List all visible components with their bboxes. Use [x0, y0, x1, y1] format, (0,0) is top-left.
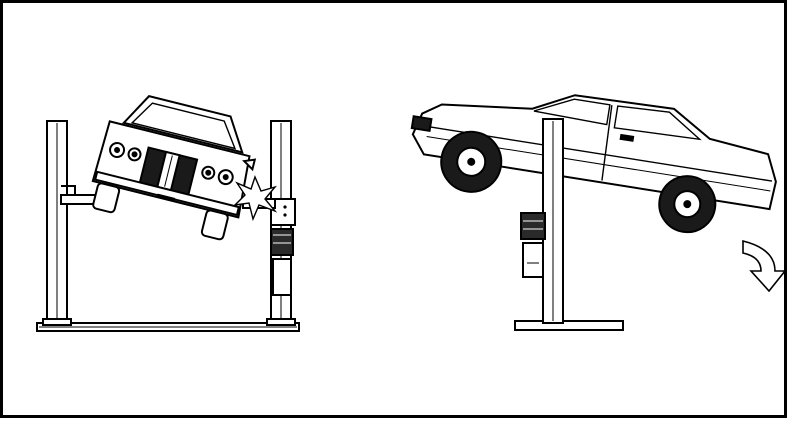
car-front-view-tilted — [91, 95, 257, 241]
car-side-view — [410, 94, 777, 234]
lift-column-single — [520, 118, 564, 324]
lift-column-left — [42, 120, 72, 326]
lift-base-plate-right — [514, 320, 624, 331]
lift-base-plate — [36, 322, 300, 332]
right-panel-car-tipping — [410, 94, 787, 331]
car-wheel-front — [440, 130, 503, 193]
tipping-arrow-icon — [742, 239, 787, 293]
lift-control-box — [270, 198, 296, 226]
lift-motor — [270, 228, 294, 256]
lift-motor-right — [520, 212, 546, 240]
car-wheel-rear — [658, 175, 717, 234]
left-panel-two-post-lift — [36, 95, 300, 332]
car-wheel-left — [92, 182, 121, 214]
lift-safety-illustration — [36, 94, 787, 332]
car-wheel-right — [200, 209, 229, 241]
impact-star-icon — [233, 175, 278, 222]
lift-column-right — [266, 120, 296, 326]
